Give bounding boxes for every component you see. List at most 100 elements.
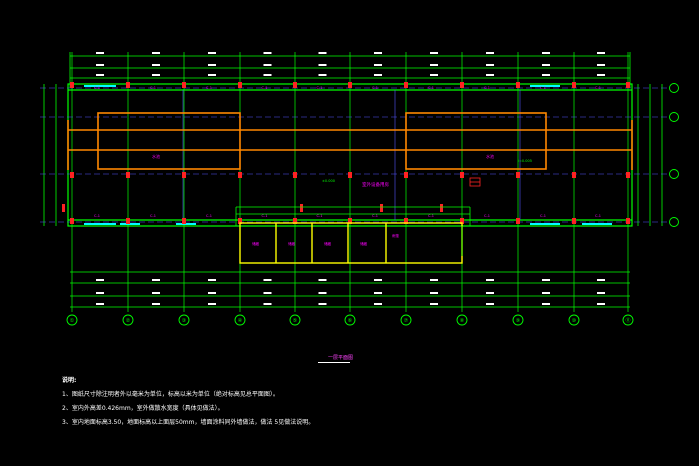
column xyxy=(626,218,630,224)
dimension-mark xyxy=(374,303,382,305)
grid-bubble: ⑨ xyxy=(512,314,524,326)
annex-top-lines xyxy=(235,206,471,256)
dimension-mark xyxy=(263,64,272,66)
window-tag: C-1 xyxy=(428,86,434,90)
dimension-mark xyxy=(542,303,550,305)
dimension-mark xyxy=(318,74,327,76)
column xyxy=(626,172,630,178)
column xyxy=(440,204,443,212)
grid-bubble: ⑩ xyxy=(568,314,580,326)
svg-text:③: ③ xyxy=(182,318,186,324)
window-tag: C-1 xyxy=(484,86,490,90)
center-room-label: 室外设备用房 xyxy=(362,181,389,188)
column xyxy=(238,218,242,224)
dimension-mark xyxy=(263,279,272,281)
column xyxy=(293,172,297,178)
column xyxy=(626,82,630,88)
window-tag: C-1 xyxy=(372,86,378,90)
dimension-mark xyxy=(96,292,104,294)
dimension-mark xyxy=(208,74,216,76)
dimension-mark xyxy=(430,292,438,294)
column xyxy=(404,82,408,88)
column xyxy=(348,218,352,224)
dimension-mark xyxy=(263,303,272,305)
dimension-mark xyxy=(597,303,605,305)
svg-text:⑩: ⑩ xyxy=(572,318,577,324)
grid-bubble: ⑦ xyxy=(400,314,412,326)
column xyxy=(70,172,74,178)
svg-text:②: ② xyxy=(126,318,131,324)
column xyxy=(460,172,464,178)
column xyxy=(70,218,74,224)
column xyxy=(572,82,576,88)
window-tag: C-1 xyxy=(150,214,156,218)
note-item-1: 1、图纸尺寸除注明者外以毫米为单位，标高以米为单位（绝对标高见总平面图）。 xyxy=(62,391,279,398)
grid-bubble: ⑧ xyxy=(456,314,468,326)
vertical-grid-axes xyxy=(71,52,629,312)
dimension-mark xyxy=(374,52,382,54)
window-tag: C-1 xyxy=(94,86,100,90)
column xyxy=(293,218,297,224)
svg-text:①: ① xyxy=(70,318,75,324)
dimension-mark xyxy=(318,303,327,305)
dimension-mark xyxy=(152,52,160,54)
column xyxy=(572,218,576,224)
elevation-label: ±0.000 xyxy=(322,179,335,183)
column xyxy=(460,218,464,224)
window-tag: C-1 xyxy=(595,214,601,218)
window-tag: C-1 xyxy=(206,86,212,90)
dimension-mark xyxy=(374,74,382,76)
column xyxy=(126,218,130,224)
dimension-mark xyxy=(318,279,327,281)
column xyxy=(182,82,186,88)
column xyxy=(516,172,520,178)
window-tag: C-1 xyxy=(540,86,546,90)
left-pool-label: 水池 xyxy=(152,153,160,159)
window-tag: C-1 xyxy=(262,86,268,90)
column xyxy=(62,204,65,212)
svg-text:⑪: ⑪ xyxy=(625,317,630,324)
dimension-mark xyxy=(318,292,327,294)
column xyxy=(404,218,408,224)
dimension-mark xyxy=(208,64,216,66)
column xyxy=(126,172,130,178)
dimension-mark xyxy=(486,74,494,76)
dimension-mark xyxy=(208,303,216,305)
side-bubble xyxy=(669,83,679,93)
dimension-mark xyxy=(597,292,605,294)
column xyxy=(293,82,297,88)
notes-heading: 说明: xyxy=(62,377,77,384)
dimension-mark xyxy=(152,303,160,305)
right-pool-label: 水池 xyxy=(486,153,494,159)
dimension-mark xyxy=(430,279,438,281)
dimension-mark xyxy=(208,52,216,54)
grid-bubble: ③ xyxy=(178,314,190,326)
dimension-mark xyxy=(486,64,494,66)
dimension-mark xyxy=(542,64,550,66)
dimension-mark xyxy=(208,292,216,294)
grid-bubble: ② xyxy=(122,314,134,326)
drawing-title-underline xyxy=(318,362,350,363)
svg-text:⑤: ⑤ xyxy=(293,318,297,324)
column xyxy=(516,218,520,224)
column xyxy=(572,172,576,178)
dimension-mark xyxy=(430,303,438,305)
grid-bubble: ⑥ xyxy=(344,314,356,326)
dimension-mark xyxy=(318,52,327,54)
orange-tanks xyxy=(67,112,633,170)
magenta-tags: C-1C-1C-1C-1C-1C-1C-1C-1C-1C-1C-1C-1C-1C… xyxy=(94,86,601,246)
annex-room-label: 储藏 xyxy=(252,241,260,246)
notes-block: 说明: 1、图纸尺寸除注明者外以毫米为单位，标高以米为单位（绝对标高见总平面图）… xyxy=(62,374,314,430)
side-grid-bubbles xyxy=(669,83,679,227)
window-tag: C-1 xyxy=(94,214,100,218)
dimension-mark xyxy=(152,74,160,76)
dimension-text xyxy=(96,52,605,305)
column xyxy=(460,82,464,88)
grid-bubble: ⑤ xyxy=(289,314,301,326)
column xyxy=(404,172,408,178)
windows xyxy=(84,85,612,225)
slope-label: i=0.005 xyxy=(518,159,532,163)
equipment-mark xyxy=(469,177,481,187)
dimension-mark xyxy=(542,279,550,281)
